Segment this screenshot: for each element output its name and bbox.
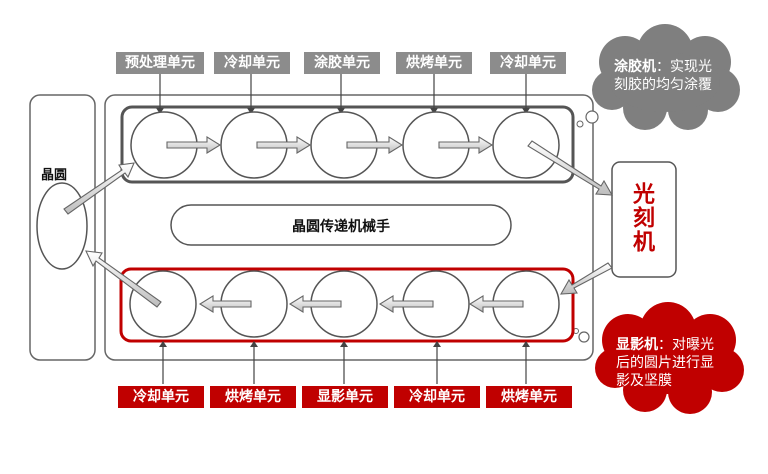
flow-arrow [166, 136, 222, 154]
developer-note-title: 显影机 [616, 337, 658, 353]
bottom-unit-label: 烘烤单元 [210, 386, 296, 408]
top-connector-heads [156, 108, 530, 114]
coater-note-title: 涂胶机 [614, 59, 656, 75]
flow-arrow [63, 162, 135, 215]
bottom-unit-label: 冷却单元 [118, 386, 204, 408]
bottom-station-1 [129, 270, 197, 338]
coater-note-text: ：实现光刻胶的均匀涂覆 [614, 59, 712, 93]
bottom-unit-label: 烘烤单元 [486, 386, 572, 408]
flow-arrow [527, 140, 613, 196]
coater-note: 涂胶机：实现光刻胶的均匀涂覆 [614, 58, 718, 94]
wafer-label: 晶圆 [41, 168, 68, 183]
flow-arrow [468, 295, 524, 313]
top-unit-label: 预处理单元 [116, 52, 204, 74]
top-station-5 [492, 111, 560, 179]
corner-dot [576, 120, 584, 128]
flow-arrow [346, 136, 404, 154]
flow-arrow [85, 250, 162, 308]
top-row-frame [120, 105, 575, 184]
bottom-unit-label: 冷却单元 [394, 386, 480, 408]
corner-dot [585, 110, 599, 124]
flow-arrow [560, 262, 613, 295]
flow-arrow [438, 136, 494, 154]
bottom-connector-heads [159, 341, 530, 347]
wafer-ellipse [36, 182, 88, 270]
top-unit-label: 冷却单元 [490, 52, 566, 74]
top-unit-label: 冷却单元 [214, 52, 290, 74]
corner-dot [578, 331, 590, 343]
flow-arrow [198, 295, 252, 313]
robot-track [170, 204, 512, 246]
developer-note: 显影机：对曝光后的圆片进行显影及坚膜 [616, 336, 722, 390]
developer-note-text: ：对曝光后的圆片进行显影及坚膜 [616, 337, 714, 389]
exposure-machine-box [611, 161, 677, 278]
flow-arrows [63, 136, 613, 313]
flow-arrow [378, 295, 434, 313]
flow-arrow [256, 136, 312, 154]
developer-cloud [595, 302, 744, 414]
robot-label: 晶圆传递机械手 [292, 219, 390, 235]
bottom-unit-label: 显影单元 [302, 386, 388, 408]
top-unit-label: 烘烤单元 [396, 52, 472, 74]
top-unit-label: 涂胶单元 [304, 52, 380, 74]
exposure-machine-label: 光刻机 [629, 182, 654, 254]
bottom-row-frame [119, 267, 575, 343]
coater-cloud [592, 24, 740, 130]
bottom-connectors [162, 343, 527, 384]
flow-arrow [288, 295, 342, 313]
top-connectors [159, 74, 527, 112]
